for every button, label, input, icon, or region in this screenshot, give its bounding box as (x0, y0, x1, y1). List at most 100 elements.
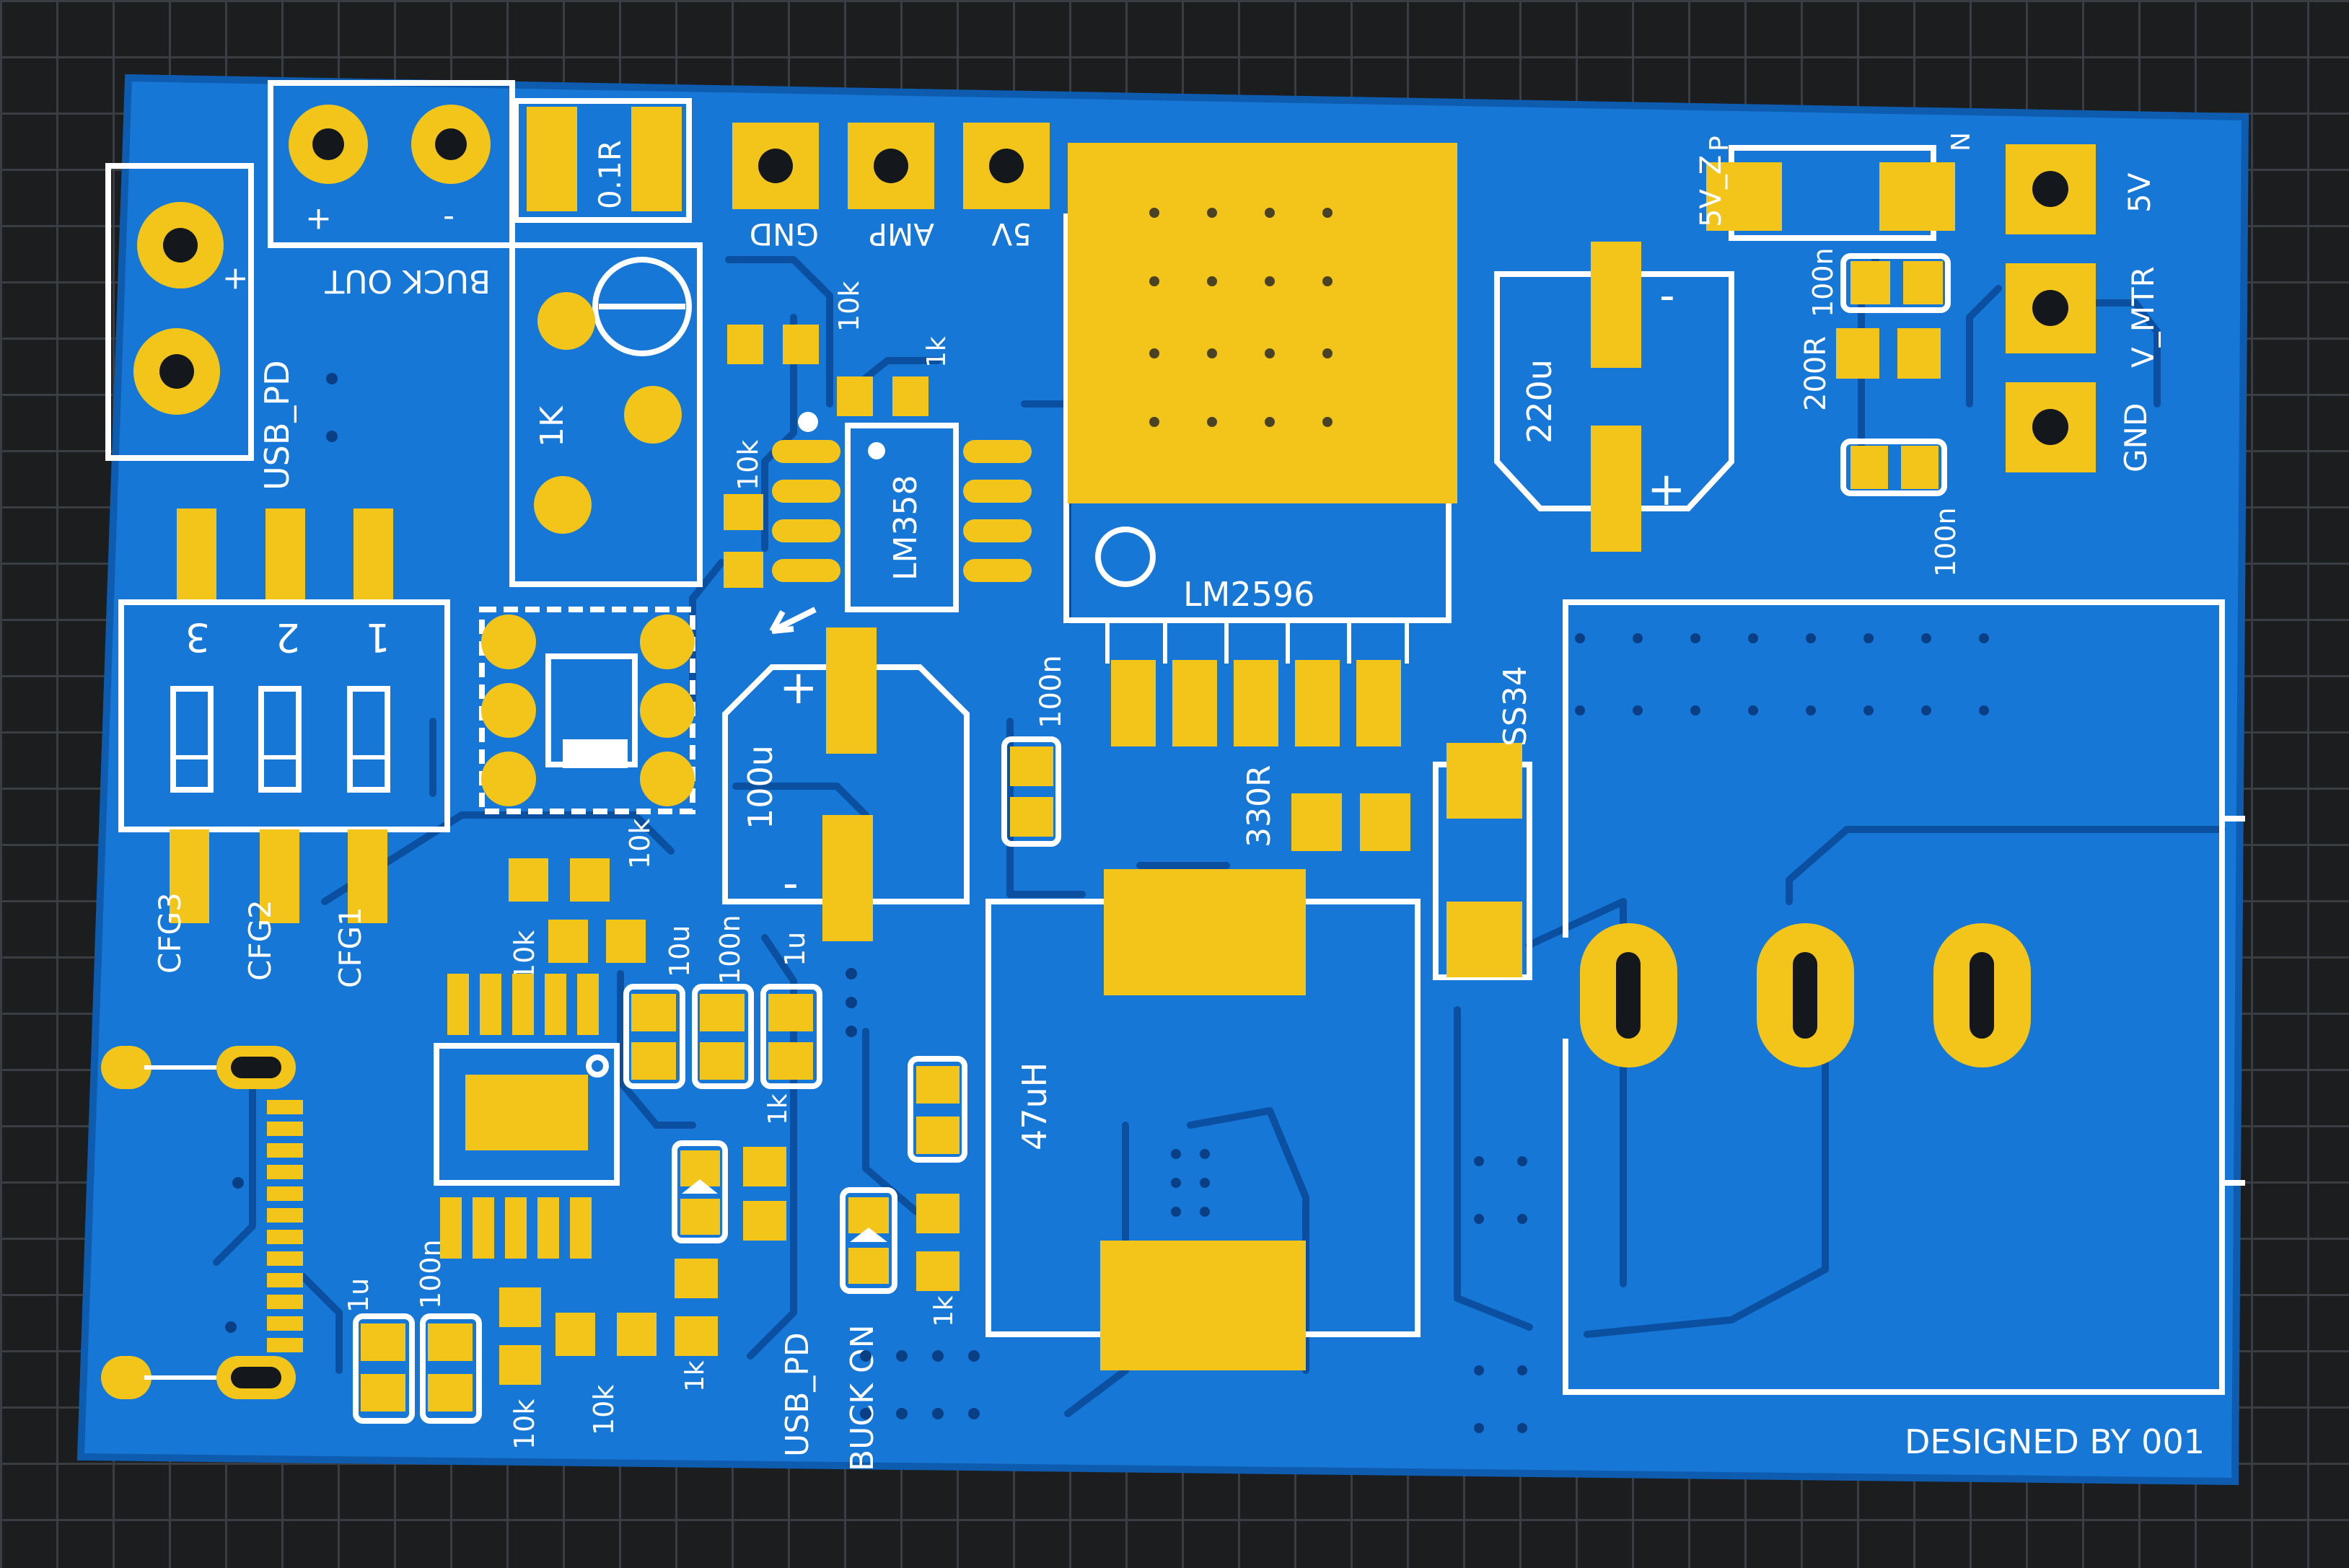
r-10k-b-pad-2[interactable] (724, 552, 763, 588)
r-200r-pad-1[interactable] (1836, 328, 1879, 379)
r-10k-f-pad-2[interactable] (617, 1313, 657, 1356)
c-100n-c-label: 100n (1035, 655, 1068, 728)
usb-c-shell-holes (231, 1057, 281, 1388)
r-1k-a-pad-2[interactable] (892, 376, 928, 416)
zener-pad-p[interactable] (1706, 162, 1782, 231)
header-amp-label: AMP (869, 216, 934, 252)
pd-ic-thermal-pad[interactable] (465, 1075, 588, 1150)
r-1k-b-pad-2[interactable] (743, 1201, 786, 1241)
c-100n-c-pad-2[interactable] (1010, 797, 1053, 837)
r-10k-f-pad-1[interactable] (556, 1313, 595, 1356)
cap-100u-minus-label: - (783, 858, 799, 909)
c-100n-a-pad-1[interactable] (1850, 261, 1890, 304)
r-10k-d-pad-1[interactable] (548, 920, 588, 963)
ss34-pad-1[interactable] (1446, 743, 1522, 819)
r-10k-e-pad-1[interactable] (499, 1287, 541, 1327)
r-10k-d-pad-2[interactable] (606, 920, 646, 963)
lm2596-pads[interactable] (1111, 660, 1401, 746)
r-10k-b-pad-1[interactable] (724, 494, 763, 530)
c-100n-c-pad-1[interactable] (1010, 746, 1053, 786)
pot-pad-2[interactable] (624, 386, 682, 444)
r-10k-a-pad-2[interactable] (783, 325, 819, 364)
header-5v-label: 5V (991, 216, 1032, 252)
tactile-pads[interactable] (481, 615, 695, 806)
ss34-pad-2[interactable] (1446, 902, 1522, 977)
pot-label: 1K (534, 405, 571, 447)
cfg3-label: CFG3 (152, 892, 188, 974)
cap-220u-pad-minus[interactable] (1591, 242, 1641, 368)
header-hole-5v (989, 149, 1024, 183)
c-100n-a-pad-2[interactable] (1903, 261, 1943, 304)
r-1k-d-pad-1[interactable] (916, 1194, 960, 1233)
r-330r-pad-2[interactable] (1360, 793, 1410, 851)
r-1k-c-pad-2[interactable] (675, 1316, 718, 1356)
usb-pd-minus-label: _ (216, 315, 253, 332)
pot-knob-outline (592, 257, 692, 356)
c-100n-a-outline (1840, 253, 1951, 313)
usb-pd-hole-minus (159, 354, 194, 389)
pd-ic-pads-top[interactable] (447, 974, 599, 1035)
r-10k-c-pad-2[interactable] (570, 858, 610, 902)
zener-label: 5V_Z (1695, 155, 1728, 227)
usb-pd-input-outline (105, 163, 254, 461)
usb-pd-hole-plus (163, 228, 198, 263)
sw-2-slot[interactable] (258, 686, 302, 793)
r-330r-label: 330R (1241, 765, 1278, 847)
inductor-pad-2[interactable] (1100, 1241, 1306, 1370)
r-1k-d-pad-2[interactable] (916, 1251, 960, 1291)
cap-100u-pad-minus[interactable] (822, 815, 873, 941)
r-330r-pad-1[interactable] (1291, 793, 1342, 851)
r-10k-a-pad-1[interactable] (727, 325, 763, 364)
shunt-pad-1[interactable] (527, 107, 577, 211)
led-buck-pad-2[interactable] (848, 1248, 889, 1284)
r-10k-c-pad-1[interactable] (509, 858, 548, 902)
c-small-pad-1[interactable] (916, 1066, 960, 1104)
lm2596-tab-pad[interactable] (1068, 143, 1457, 503)
sw-3-slot[interactable] (170, 686, 214, 793)
lm2596-thermal-vias (1149, 208, 1332, 427)
cap-220u-pad-plus[interactable] (1591, 426, 1641, 552)
cap-100u-pad-plus[interactable] (826, 627, 877, 754)
shunt-outline (513, 98, 692, 223)
usb-pd-left-label: USB_PD (258, 360, 297, 490)
lm358-pin1-mark (868, 442, 885, 459)
led-usb-pad-2[interactable] (680, 1199, 720, 1235)
usb-pd-plus-label: + (216, 265, 253, 292)
pot-pad-3[interactable] (534, 476, 592, 534)
tactile-button[interactable] (563, 739, 628, 768)
out-5v-label: 5V (2122, 172, 2157, 213)
shunt-pad-2[interactable] (631, 107, 682, 211)
lm358-pads-left[interactable] (772, 440, 840, 582)
c-100n-b-pad-1[interactable] (1850, 446, 1888, 489)
lm2596-pin1-circle (1095, 527, 1156, 587)
lm358-pads-right[interactable] (963, 440, 1032, 582)
lm358-outline (845, 423, 959, 612)
r-200r-pad-2[interactable] (1897, 328, 1941, 379)
pd-ic-outline (434, 1043, 620, 1186)
usb-c-signal-pads[interactable] (267, 1100, 303, 1352)
usb-c-shell-pads[interactable] (101, 1046, 296, 1399)
c-1u-b-label: 1u (343, 1278, 374, 1313)
sw-1-slot[interactable] (347, 686, 390, 793)
out-gnd-label: GND (2118, 403, 2153, 472)
shunt-label: 0.1R (592, 140, 628, 209)
r-10k-e-pad-2[interactable] (499, 1345, 541, 1385)
bottom-cap-pair-pads[interactable] (361, 1323, 473, 1411)
cap-trio-pads[interactable] (631, 994, 813, 1080)
pot-pad-1[interactable] (537, 292, 595, 350)
c-100n-b-pad-2[interactable] (1901, 446, 1939, 489)
r-1k-b-pad-1[interactable] (743, 1147, 786, 1186)
misc-vias (225, 373, 980, 1419)
c-small-pad-2[interactable] (916, 1116, 960, 1154)
cfg1-label: CFG1 (333, 907, 368, 988)
lm358-label: LM358 (887, 475, 924, 581)
r-1k-c-pad-1[interactable] (675, 1259, 718, 1298)
zener-pad-n[interactable] (1879, 162, 1955, 231)
led-buck-pad-1[interactable] (848, 1197, 889, 1233)
c-100n-a-label: 100n (1807, 247, 1839, 317)
r-1k-a-pad-1[interactable] (837, 376, 873, 416)
inductor-pad-1[interactable] (1104, 869, 1306, 995)
out-vmtr-label: V_MTR (2125, 266, 2161, 368)
arrow-marker-icon (769, 607, 817, 634)
pd-ic-pads-bottom[interactable] (440, 1197, 592, 1259)
